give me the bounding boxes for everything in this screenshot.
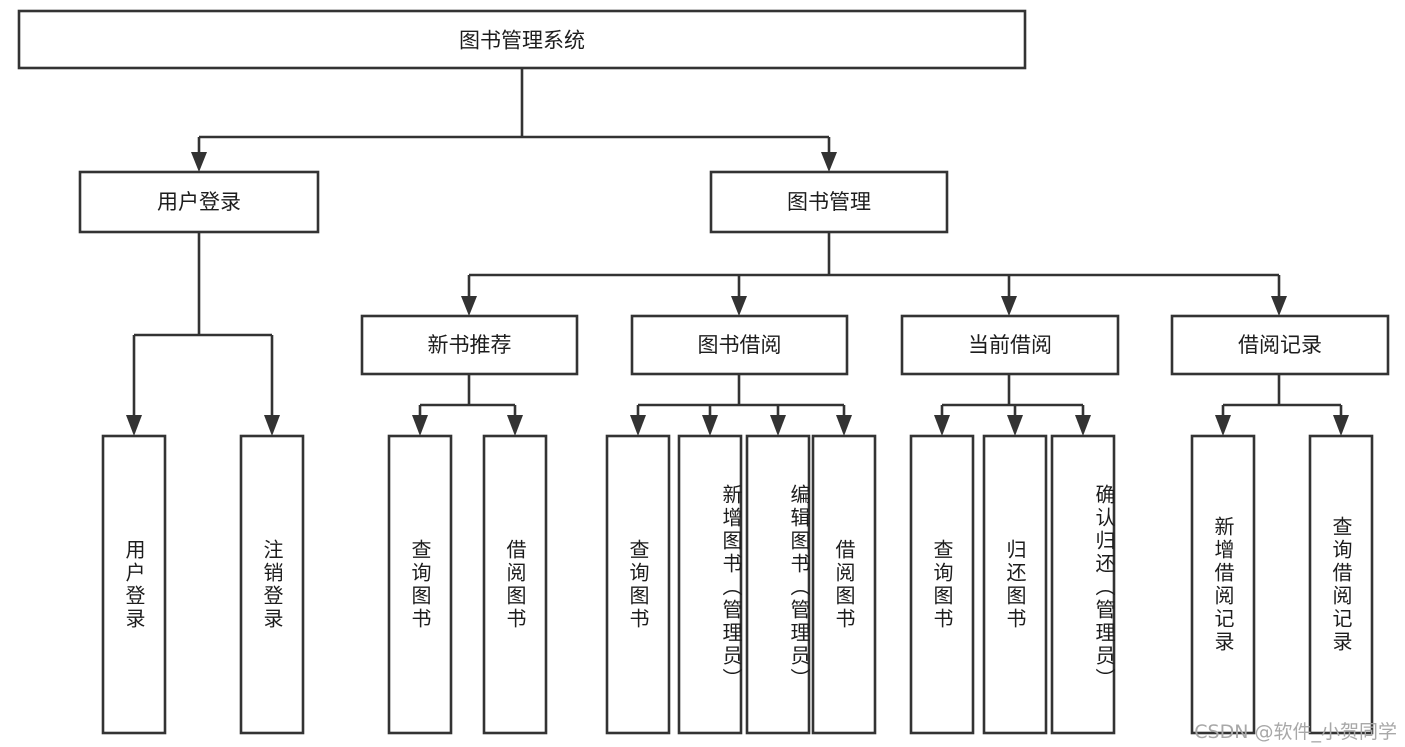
- arrow-head-leaf-query-book-3: [934, 415, 950, 436]
- leaf-query-book-1-rect[interactable]: [387, 434, 453, 735]
- arrow-head-leaf-borrow-book-1: [507, 415, 523, 436]
- arrow-head-book-borrow: [731, 296, 747, 316]
- connector-group-user-login-to-leaves: [126, 232, 280, 436]
- leaf-add-book-rect[interactable]: [677, 434, 743, 735]
- connector-group-root-to-level2: [191, 68, 837, 172]
- leaf-add-record-rect[interactable]: [1190, 434, 1256, 735]
- arrow-head-leaf-user-login: [126, 415, 142, 436]
- leaf-return-book-rect[interactable]: [982, 434, 1048, 735]
- arrow-head-leaf-add-book: [702, 415, 718, 436]
- node-current-borrow-label: 当前借阅: [968, 333, 1052, 357]
- csdn-watermark: CSDN @软件_小贺同学: [1194, 721, 1397, 743]
- arrow-head-user-login: [191, 152, 207, 172]
- arrow-head-leaf-query-book-1: [412, 415, 428, 436]
- node-book-manage[interactable]: 图书管理: [709, 170, 949, 234]
- node-book-borrow-rect[interactable]: [630, 314, 849, 376]
- connector-group-book-manage-to-level3: [461, 232, 1287, 316]
- arrow-head-borrow-record: [1271, 296, 1287, 316]
- node-borrow-record-rect[interactable]: [1170, 314, 1390, 376]
- connector-group-borrow-record-to-leaves: [1215, 374, 1349, 436]
- arrow-head-leaf-query-book-2: [630, 415, 646, 436]
- leaf-confirm-return-rect[interactable]: [1050, 434, 1116, 735]
- node-new-book-rec-rect[interactable]: [360, 314, 579, 376]
- node-current-borrow[interactable]: 当前借阅: [900, 314, 1120, 376]
- arrow-head-leaf-add-record: [1215, 415, 1231, 436]
- node-book-borrow-label: 图书借阅: [698, 333, 782, 357]
- leaf-query-book-2-rect[interactable]: [605, 434, 671, 735]
- node-user-login[interactable]: 用户登录: [78, 170, 320, 234]
- node-root-label: 图书管理系统: [459, 29, 585, 53]
- arrow-head-current-borrow: [1001, 296, 1017, 316]
- leaf-borrow-book-2-rect[interactable]: [811, 434, 877, 735]
- leaf-box-group: [101, 434, 1374, 735]
- arrow-head-book-manage: [821, 152, 837, 172]
- node-root-rect[interactable]: [17, 9, 1027, 70]
- arrow-head-leaf-borrow-book-2: [836, 415, 852, 436]
- arrow-head-leaf-confirm-return: [1075, 415, 1091, 436]
- leaf-borrow-book-1-rect[interactable]: [482, 434, 548, 735]
- node-new-book-rec[interactable]: 新书推荐: [360, 314, 579, 376]
- arrow-head-new-book-rec: [461, 296, 477, 316]
- leaf-user-logout-rect[interactable]: [239, 434, 305, 735]
- arrow-head-leaf-query-record: [1333, 415, 1349, 436]
- node-book-manage-label: 图书管理: [787, 190, 871, 214]
- leaf-user-login-rect[interactable]: [101, 434, 167, 735]
- node-book-manage-rect[interactable]: [709, 170, 949, 234]
- connector-group-new-book-rec-to-leaves: [412, 374, 523, 436]
- connector-group-current-borrow-to-leaves: [934, 374, 1091, 436]
- connector-group-book-borrow-to-leaves: [630, 374, 852, 436]
- node-root[interactable]: 图书管理系统: [17, 9, 1027, 70]
- arrow-head-leaf-user-logout: [264, 415, 280, 436]
- leaf-edit-book-rect[interactable]: [745, 434, 811, 735]
- node-book-borrow[interactable]: 图书借阅: [630, 314, 849, 376]
- node-current-borrow-rect[interactable]: [900, 314, 1120, 376]
- arrow-head-leaf-return-book: [1007, 415, 1023, 436]
- node-user-login-label: 用户登录: [157, 190, 241, 214]
- leaf-query-record-rect[interactable]: [1308, 434, 1374, 735]
- node-borrow-record[interactable]: 借阅记录: [1170, 314, 1390, 376]
- node-user-login-rect[interactable]: [78, 170, 320, 234]
- node-borrow-record-label: 借阅记录: [1238, 333, 1322, 357]
- arrow-head-leaf-edit-book: [770, 415, 786, 436]
- leaf-query-book-3-rect[interactable]: [909, 434, 975, 735]
- node-new-book-rec-label: 新书推荐: [428, 333, 512, 357]
